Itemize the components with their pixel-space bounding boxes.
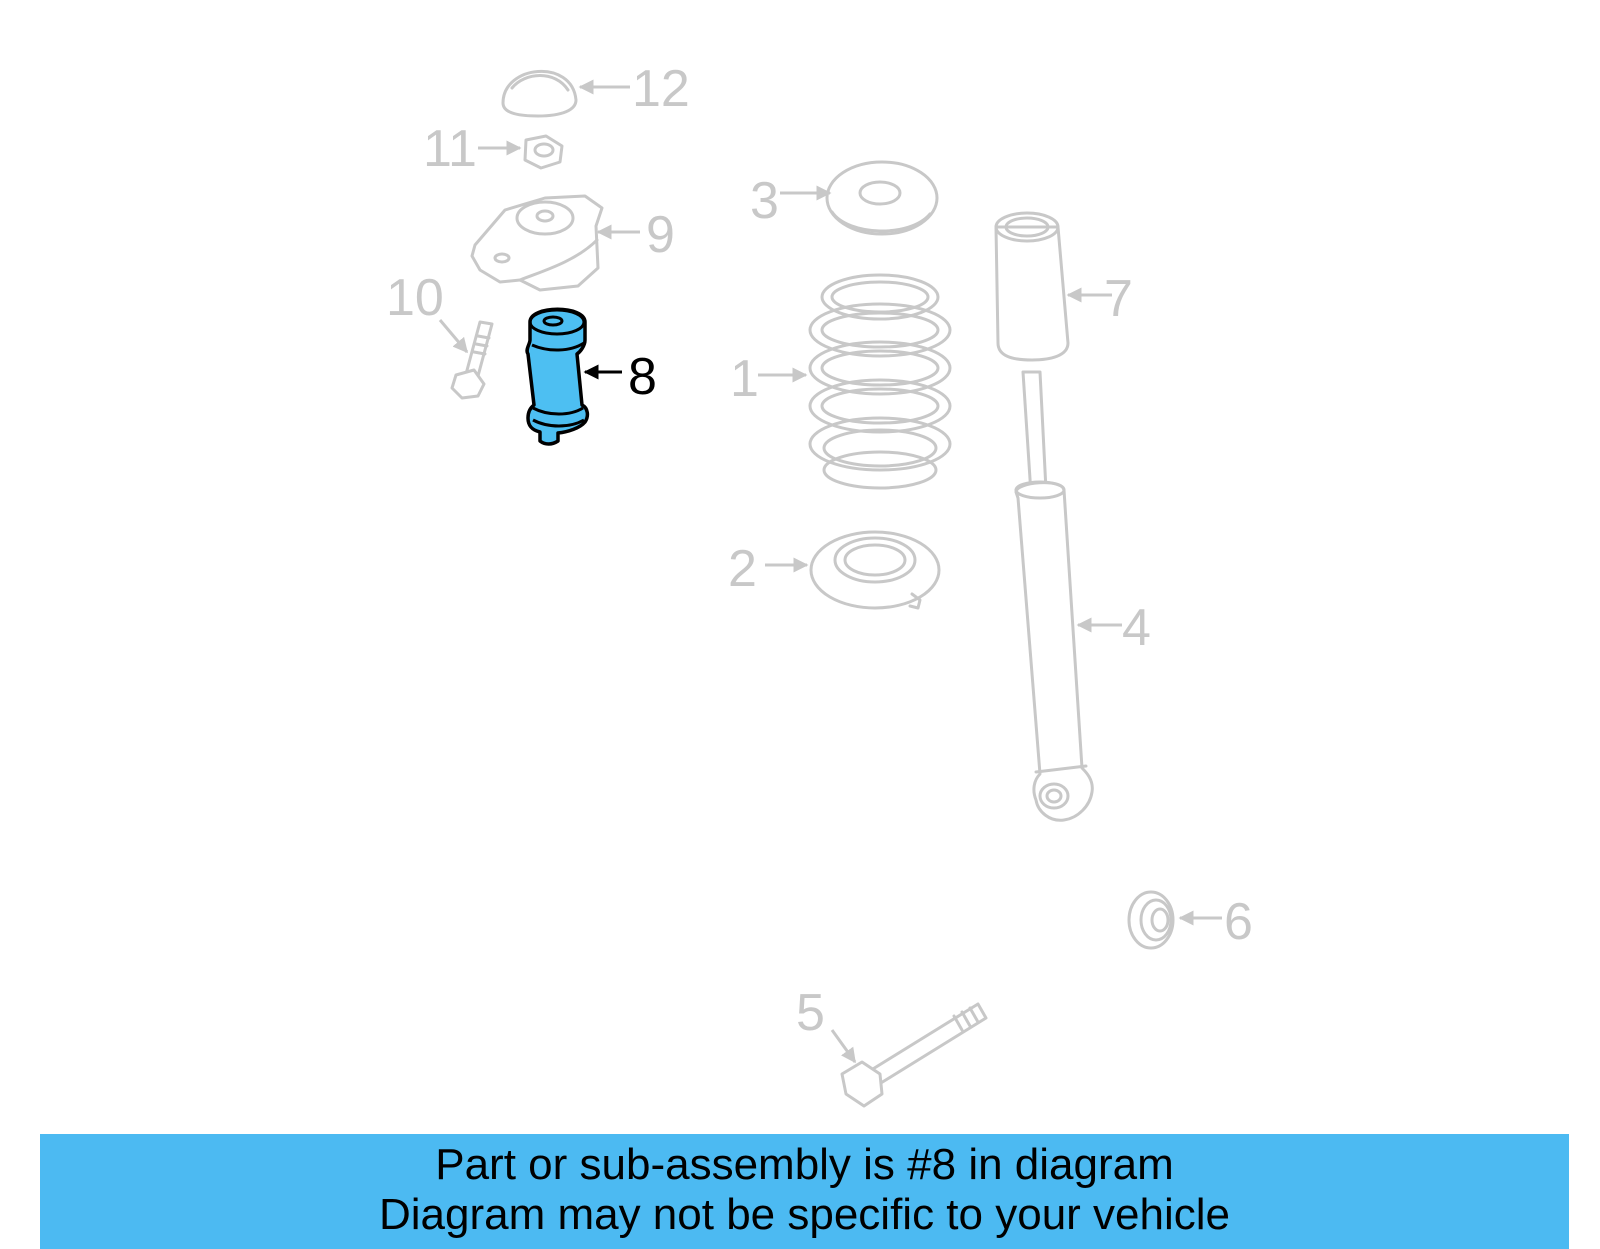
part-10-bolt: 10	[386, 269, 494, 400]
part-6-flange-nut: 6	[1127, 890, 1253, 951]
part-11-nut: 11	[423, 120, 564, 178]
caption-banner: Part or sub-assembly is #8 in diagram Di…	[40, 1134, 1569, 1249]
callout-10: 10	[386, 269, 444, 327]
callout-11: 11	[423, 120, 477, 178]
callout-6: 6	[1224, 893, 1253, 951]
callout-1: 1	[730, 350, 759, 408]
part-4-shock-absorber: 4	[1014, 370, 1151, 822]
part-1-coil-spring: 1	[730, 273, 952, 490]
part-2-lower-seat: 2	[728, 530, 941, 610]
part-5-long-bolt: 5	[796, 984, 988, 1108]
callout-4: 4	[1122, 599, 1151, 657]
callout-8: 8	[628, 348, 657, 406]
part-8-bump-stop: 8	[525, 307, 657, 446]
part-12-cap: 12	[501, 60, 690, 118]
part-7-dust-boot: 7	[994, 211, 1133, 362]
callout-9: 9	[646, 206, 675, 264]
caption-line-part: Part or sub-assembly is #8 in diagram	[435, 1140, 1174, 1189]
part-9-upper-mount: 9	[470, 194, 675, 292]
caption-line-disclaimer: Diagram may not be specific to your vehi…	[378, 1190, 1231, 1239]
callout-12: 12	[632, 60, 690, 118]
part-3-upper-seat: 3	[750, 160, 939, 236]
callout-2: 2	[728, 540, 757, 598]
callout-5: 5	[796, 984, 825, 1042]
callout-7: 7	[1104, 270, 1133, 328]
callout-3: 3	[750, 172, 779, 230]
